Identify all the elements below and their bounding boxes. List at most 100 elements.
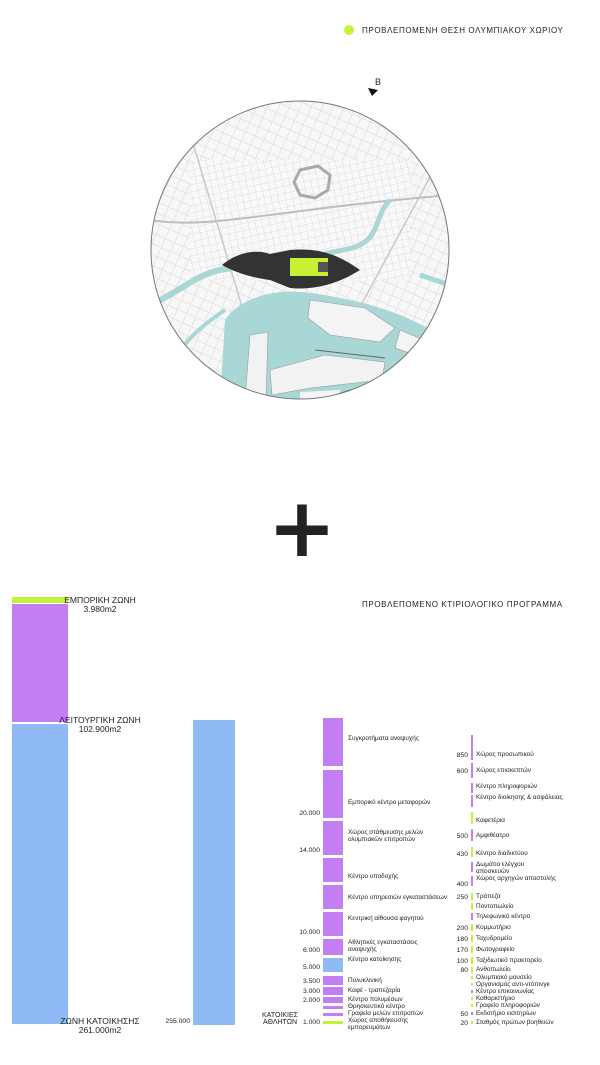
zone-name: ΖΩΝΗ ΚΑΤΟΙΚΗΣΗΣ — [60, 1016, 140, 1026]
middle-item-value: 20.000 — [299, 810, 320, 817]
zone-name: ΕΜΠΟΡΙΚΗ ΖΩΝΗ — [64, 595, 136, 605]
right-item-label: Κέντρο διαδικτύου — [476, 850, 528, 857]
right-item-label: Κέντρο πληροφοριών — [476, 783, 538, 790]
right-item-bar — [471, 847, 473, 857]
middle-item-label: Κέντρο κατοίκησης — [348, 956, 402, 963]
middle-item-bar — [323, 885, 343, 909]
middle-item-bar — [323, 858, 343, 882]
right-item-bar — [471, 829, 473, 841]
right-item-value: 200 — [456, 925, 468, 932]
housing-bar — [193, 720, 235, 1025]
middle-item-bar — [323, 976, 343, 985]
right-item-value: 50 — [460, 1011, 468, 1018]
zone-label-commercial: ΕΜΠΟΡΙΚΗ ΖΩΝΗ 3.980m2 — [40, 596, 160, 614]
north-arrow-icon — [368, 88, 378, 96]
middle-item-label: Κέντρο υπηρεσιών εγκαταστάσεων — [348, 894, 448, 901]
legend-label: ΠΡΟΒΛΕΠΟΜΕΝΗ ΘΕΣΗ ΟΛΥΜΠΙΑΚΟΥ ΧΩΡΙΟΥ — [362, 26, 564, 35]
right-item-bar — [471, 957, 473, 964]
right-item-label: Ταχυδρομείο — [476, 935, 512, 942]
zone-bar-residential — [12, 724, 68, 1024]
pier-3 — [307, 299, 396, 343]
middle-item-bar — [323, 987, 343, 995]
right-item-label: Κέντρο διοίκησης & ασφάλειας — [476, 794, 563, 801]
right-item-bar — [471, 990, 473, 993]
middle-item-bar — [323, 997, 343, 1003]
right-item-value: 500 — [456, 833, 468, 840]
zone-bar-commercial — [12, 597, 68, 603]
right-item-bar — [471, 862, 473, 872]
middle-item-label: Χώρος αποθήκευσης εμπορευμάτων — [348, 1017, 409, 1031]
right-item-bar — [471, 812, 473, 824]
right-item-bar — [471, 735, 473, 760]
site-map — [150, 100, 450, 400]
zone-area: 261.000m2 — [78, 1024, 122, 1035]
right-item-bar — [471, 924, 473, 931]
right-item-bar — [471, 1012, 473, 1015]
right-item-label: Χώρος προσωπικού — [476, 751, 534, 758]
middle-item-bar — [323, 958, 343, 972]
right-item-bar — [471, 935, 473, 942]
right-item-bar — [471, 763, 473, 778]
right-item-value: 180 — [456, 936, 468, 943]
middle-item-bar — [323, 718, 343, 766]
housing-value: 255.000 — [165, 1018, 190, 1025]
middle-item-value: 3.500 — [302, 978, 320, 985]
middle-item-label: Εμπορικό κέντρο μεταφορών — [348, 799, 431, 806]
middle-item-bar — [323, 939, 343, 955]
right-item-bar — [471, 967, 473, 973]
right-item-label: Τηλεφωνικό κέντρο — [476, 913, 531, 920]
middle-item-label: Πολυκλινική — [348, 977, 382, 984]
right-item-value: 400 — [456, 881, 468, 888]
right-item-label: Καθαριστήριο — [476, 995, 515, 1002]
zone-area: 3.980m2 — [83, 603, 117, 614]
castle-moat — [292, 164, 332, 200]
right-item-label: Ταξιδιωτικό πρακτορείο — [476, 957, 542, 964]
middle-item-label: Θρησκευτικό κέντρο — [348, 1003, 405, 1010]
right-item-bar — [471, 903, 473, 910]
right-item-bar — [471, 893, 473, 900]
middle-item-value: 3.000 — [302, 988, 320, 995]
right-item-bar — [471, 876, 473, 886]
right-item-value: 20 — [460, 1020, 468, 1027]
right-item-bar — [471, 783, 473, 793]
right-item-bar — [471, 913, 473, 920]
right-item-bar — [471, 1021, 473, 1024]
middle-item-value: 6.000 — [302, 947, 320, 954]
middle-item-label: Κεντρική αίθουσα φαγητού — [348, 915, 424, 922]
middle-item-value: 14.000 — [299, 847, 320, 854]
right-item-label: Ολυμπιακό μουσείο — [476, 974, 532, 981]
right-item-label: Ανθοπωλείο — [476, 966, 511, 973]
right-item-label: Οργανισμός αντι-ντόπινγκ — [476, 981, 550, 988]
right-item-label: Τράπεζα — [476, 893, 501, 900]
right-item-value: 600 — [456, 768, 468, 775]
middle-item-bar — [323, 821, 343, 855]
right-item-label: Φωτογραφείο — [476, 946, 515, 953]
right-item-label: Χώρος αρχηγών αποστολής — [476, 875, 556, 882]
right-item-label: Ποντοπωλείο — [476, 903, 514, 910]
right-item-label: Χώρος επισκεπτών — [476, 767, 531, 774]
middle-item-label: Γραφεία μελών επιτροπών — [348, 1010, 424, 1017]
middle-item-label: Κέντρο πολυμέσων — [348, 996, 403, 1003]
zone-label-residential: ΖΩΝΗ ΚΑΤΟΙΚΗΣΗΣ 261.000m2 — [40, 1017, 160, 1035]
middle-item-value: 10.000 — [299, 929, 320, 936]
middle-item-label: Καφέ - τραπεζαρία — [348, 987, 401, 994]
right-item-bar — [471, 983, 473, 986]
right-item-label: Κέντρο επικοινωνίας — [476, 988, 535, 995]
right-item-bar — [471, 997, 473, 1000]
middle-item-bar — [323, 1021, 343, 1024]
middle-item-label: Συγκροτήματα αναψυχής — [348, 735, 419, 742]
program-title: ΠΡΟΒΛΕΠΟΜΕΝΟ ΚΤΙΡΙΟΛΟΓΙΚΟ ΠΡΟΓΡΑΜΜΑ — [362, 600, 563, 609]
right-item-label: Καφετέρια — [476, 817, 505, 824]
middle-item-bar — [323, 1006, 343, 1009]
right-item-value: 80 — [460, 967, 468, 974]
right-item-value: 850 — [456, 752, 468, 759]
right-item-value: 430 — [456, 851, 468, 858]
middle-item-value: 5.000 — [302, 964, 320, 971]
right-item-bar — [471, 795, 473, 807]
right-item-value: 250 — [456, 894, 468, 901]
north-label: B — [375, 77, 382, 87]
right-item-value: 100 — [456, 958, 468, 965]
right-item-bar — [471, 976, 473, 979]
zone-name: ΛΕΙΤΟΥΡΓΙΚΗ ΖΩΝΗ — [59, 715, 141, 725]
middle-item-label: Χώρος στάθμευσης μελών ολυμπιακών επιτρο… — [348, 829, 424, 843]
